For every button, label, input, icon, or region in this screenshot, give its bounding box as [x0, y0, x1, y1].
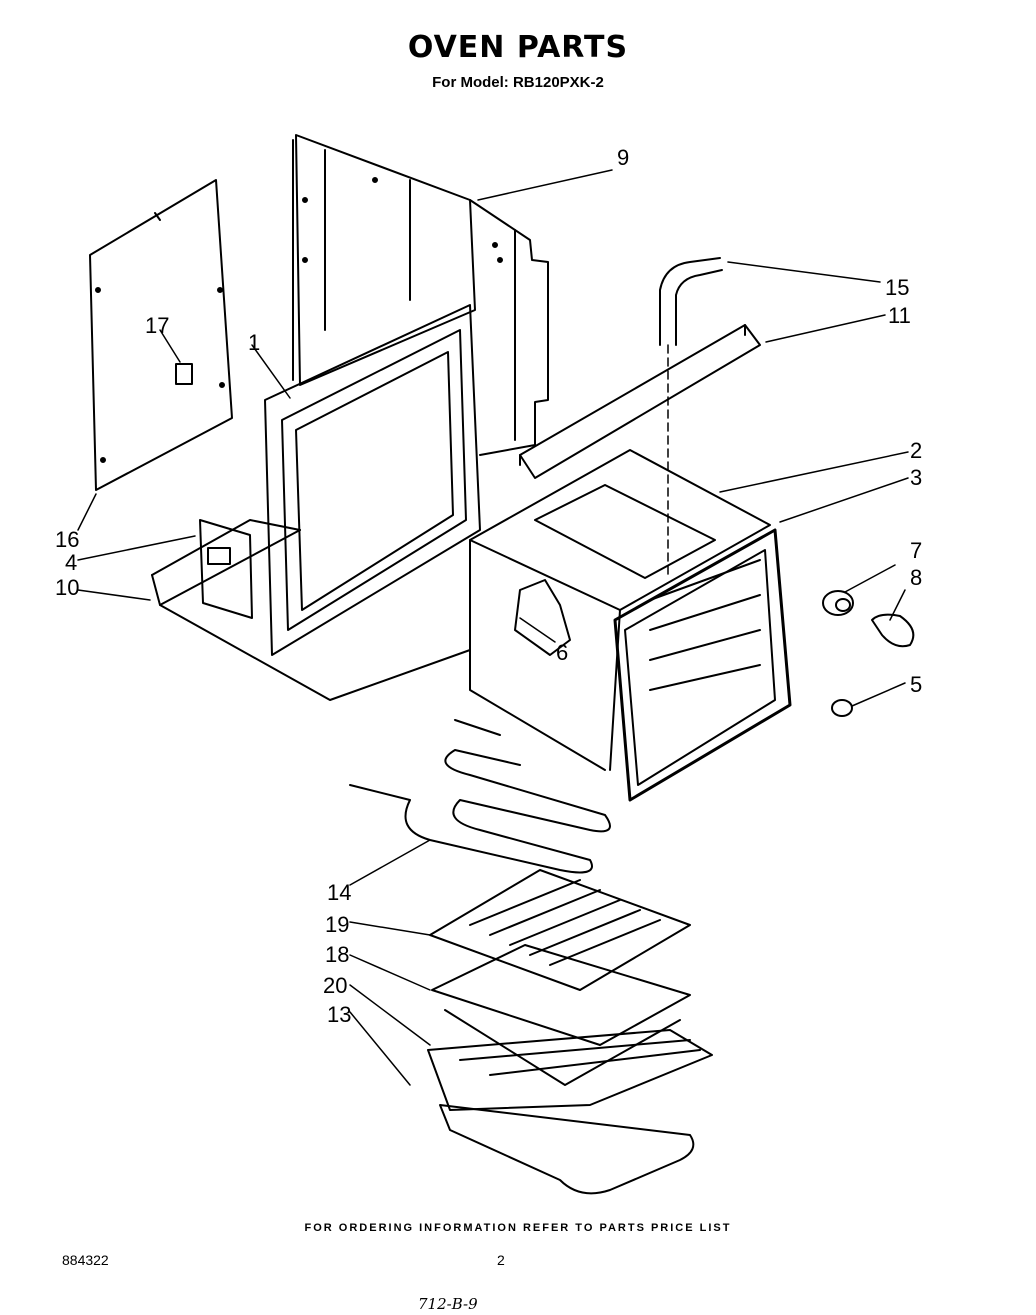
part-5-cap [831, 699, 853, 717]
leader-lines [77, 169, 909, 1086]
callout-7: 7 [910, 538, 922, 563]
part-9-rear-panel [292, 134, 549, 456]
page-number: 2 [497, 1252, 505, 1268]
document-number: 884322 [62, 1252, 109, 1268]
model-subtitle: For Model: RB120PXK-2 [432, 74, 604, 91]
part-3-door-gasket [613, 528, 792, 802]
part-18-broil-pan [431, 944, 691, 1086]
rack-supports [649, 559, 761, 691]
callout-4: 4 [65, 550, 77, 575]
part-10-bottom-plate [151, 519, 471, 701]
callout-15: 15 [885, 275, 909, 300]
part-13-lower-rack [439, 1104, 695, 1195]
callout-17: 17 [145, 313, 169, 338]
part-1-front-frame [264, 304, 481, 656]
callout-16: 16 [55, 527, 79, 552]
ordering-footer-note: FOR ORDERING INFORMATION REFER TO PARTS … [304, 1222, 732, 1234]
part-11-mounting-bracket [519, 324, 761, 479]
callout-numbers: 9 15 11 17 1 2 3 7 8 16 4 10 6 5 14 19 1… [55, 145, 922, 1027]
callout-18: 18 [325, 942, 349, 967]
callout-19: 19 [325, 912, 349, 937]
callout-20: 20 [323, 973, 347, 998]
callout-2: 2 [910, 438, 922, 463]
callout-14: 14 [327, 880, 351, 905]
part-8-light-bulb [871, 613, 915, 648]
callout-11: 11 [888, 303, 911, 328]
part-15-tube [659, 257, 723, 576]
part-4-bracket [199, 519, 253, 619]
callout-10: 10 [55, 575, 79, 600]
handwritten-note: 712-B-9 [418, 1295, 478, 1313]
part-20-oven-rack [427, 1029, 713, 1111]
callout-13: 13 [327, 1002, 351, 1027]
callout-1: 1 [248, 330, 260, 355]
callout-3: 3 [910, 465, 922, 490]
callout-6: 6 [556, 640, 568, 665]
part-7-light-socket [822, 590, 854, 616]
callout-9: 9 [617, 145, 629, 170]
page-title: OVEN PARTS [407, 30, 629, 65]
callout-5: 5 [910, 672, 922, 697]
callout-8: 8 [910, 565, 922, 590]
part-16-left-panel [89, 179, 233, 491]
part-2-oven-liner [469, 449, 771, 771]
part-14-bake-element [349, 719, 611, 874]
